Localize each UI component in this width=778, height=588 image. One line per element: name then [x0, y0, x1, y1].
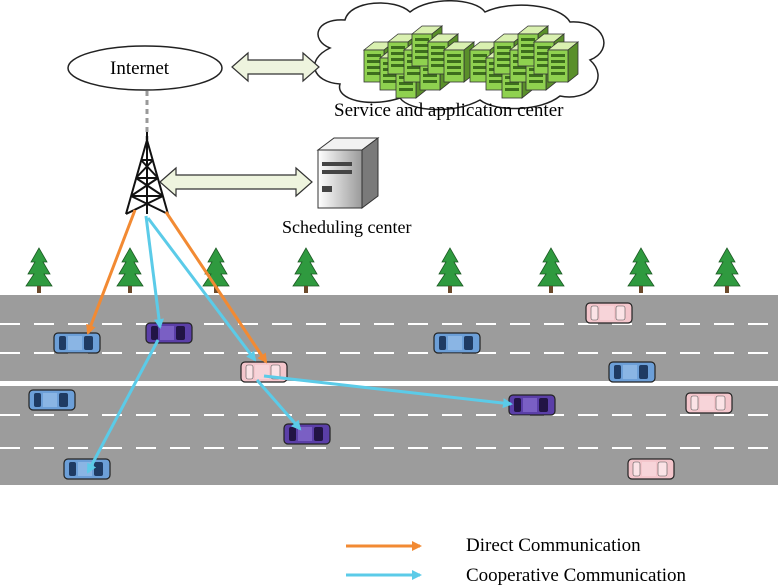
- car-icon: [608, 361, 656, 383]
- car-icon: [283, 423, 331, 445]
- tree-icon: [713, 247, 741, 294]
- cell-tower-icon: [125, 132, 169, 215]
- car-icon: [433, 332, 481, 354]
- cooperative-links: [86, 215, 513, 474]
- tree-icon: [25, 247, 53, 294]
- car-icon: [28, 389, 76, 411]
- legend-cooperative-label: Cooperative Communication: [466, 565, 687, 586]
- car-icon: [63, 458, 111, 480]
- tree-icon: [537, 247, 565, 294]
- direct-links: [86, 209, 268, 364]
- double-arrow-icon: [231, 51, 320, 83]
- scheduling-center-label: Scheduling center: [282, 217, 412, 237]
- internet-ellipse: [67, 45, 223, 91]
- car-icon: [53, 332, 101, 354]
- double-arrow-icon: [159, 166, 313, 198]
- scheduling-server-icon: [316, 137, 380, 209]
- legend-direct-label: Direct Communication: [466, 535, 641, 556]
- tree-icon: [627, 247, 655, 294]
- car-icon: [627, 458, 675, 480]
- tree-row: [25, 247, 741, 294]
- car-icon: [685, 392, 733, 414]
- tree-icon: [436, 247, 464, 294]
- tree-icon: [116, 247, 144, 294]
- car-icon: [585, 302, 633, 324]
- car-icon: [145, 322, 193, 344]
- highway: [0, 295, 778, 485]
- car-icon: [508, 394, 556, 416]
- service-center-label: Service and application center: [334, 100, 564, 121]
- tree-icon: [292, 247, 320, 294]
- internet-label: Internet: [110, 58, 170, 79]
